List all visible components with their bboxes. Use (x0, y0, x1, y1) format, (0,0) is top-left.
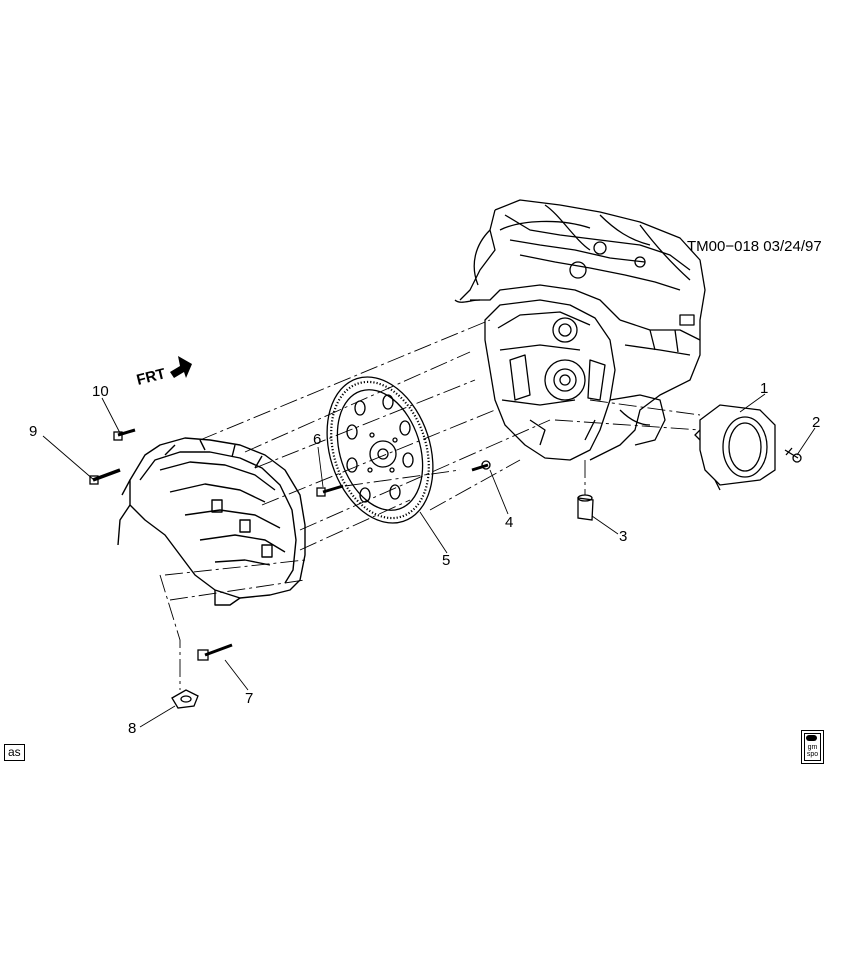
dust-cover-illustration (694, 404, 776, 491)
gmspo-logo: gm spo (801, 730, 824, 764)
corner-tag: as (4, 744, 25, 761)
callout-7: 7 (245, 690, 253, 707)
logo-line-1: gm (807, 744, 818, 751)
callout-9: 9 (29, 423, 37, 440)
callout-8: 8 (128, 720, 136, 737)
alignment-lines (159, 319, 701, 690)
engine-block-illustration (454, 199, 706, 461)
fastener-illustrations (89, 428, 802, 709)
callout-1: 1 (760, 380, 768, 397)
front-arrow-icon (170, 356, 192, 378)
flexplate-illustration (326, 376, 434, 524)
callout-10: 10 (92, 383, 109, 400)
callout-3: 3 (619, 528, 627, 545)
callout-4: 4 (505, 514, 513, 531)
logo-line-2: spo (806, 751, 819, 758)
drawing-id-stamp: TM00−018 03/24/97 (687, 238, 822, 255)
callout-numbers: 1 2 3 4 5 6 7 8 9 10 (29, 380, 820, 737)
callout-6: 6 (313, 431, 321, 448)
callout-2: 2 (812, 414, 820, 431)
leader-lines (42, 393, 816, 728)
bellhousing-illustration (117, 437, 306, 606)
callout-5: 5 (442, 552, 450, 569)
front-direction-indicator: FRT (135, 356, 192, 389)
front-label: FRT (135, 365, 167, 389)
